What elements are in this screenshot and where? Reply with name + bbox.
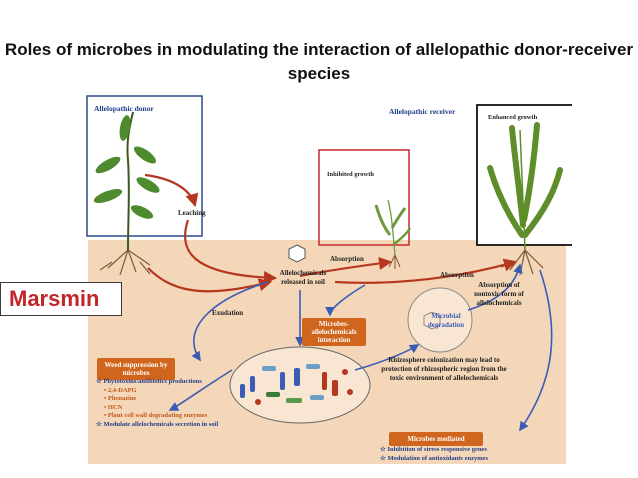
bullet-icon: • (104, 386, 108, 394)
bullet-icon: • (104, 395, 108, 403)
enhanced-plant (487, 122, 563, 276)
weed-list-item: • Plant cell wall degradating enzymes (96, 412, 256, 421)
weed-list: ☆ Phytotoxins/antibiotics productions • … (96, 378, 256, 430)
weed-list-heading: ☆ Phytotoxins/antibiotics productions (96, 378, 256, 387)
star-icon: ☆ (380, 446, 388, 453)
bullet-icon: • (104, 403, 108, 411)
inhibited-plant (374, 199, 412, 269)
star-icon: ☆ (380, 454, 388, 462)
red-arrows (144, 173, 518, 293)
microbes-interaction-box: Microbes-allelochemicals interaction (302, 318, 366, 346)
watermark-text: Marsmin (9, 286, 100, 311)
label-inhibited-growth: Inhibited growth (327, 171, 375, 178)
donor-plant (93, 111, 160, 276)
microbes-mediated-box: Microbes mediated (389, 432, 483, 446)
label-absorption-right: Absorption (440, 271, 474, 279)
weed-list-heading-text: Phytotoxins/antibiotics productions (103, 378, 202, 385)
mediated-list-item: ☆ Inhibition of stress responsive genes (380, 446, 540, 455)
weed-list-item: • HCN (96, 404, 256, 413)
label-allelopathic-donor: Allelopathic donor (94, 104, 154, 113)
label-absorption-nontoxic: Absorption of nontoxic form of alleloche… (474, 281, 524, 307)
bullet-icon: • (104, 412, 108, 420)
star-icon: ☆ (96, 378, 104, 385)
weed-list-item: • Phenazine (96, 395, 256, 404)
label-allelopathic-receiver: Allelopathic receiver (389, 107, 456, 116)
donor-frame (86, 95, 203, 237)
label-rhizosphere: Rhizosphere colonization may lead to pro… (381, 356, 507, 382)
inhibited-frame (318, 149, 410, 246)
molecule-icon (288, 244, 306, 263)
weed-list-footer-text: Modulate allelochemicals secretion in so… (103, 420, 219, 428)
allelopathy-diagram (86, 95, 572, 464)
blue-arrows (168, 263, 553, 432)
weed-list-footer: ☆ Modulate allelochemicals secretion in … (96, 421, 256, 430)
label-allelochemicals: Allelochemicals released in soil (279, 269, 327, 286)
label-enhanced-growth: Enhanced growth (488, 114, 538, 121)
weed-list-item-text: 2,4-DAPG (107, 386, 137, 394)
weed-suppression-box: Weed suppression by microbes (97, 358, 175, 380)
mediated-list-item-text: Modulation of antioxidants enzymes (387, 454, 489, 462)
label-microbial-degradation: Microbial degradation (427, 312, 465, 329)
mediated-list: ☆ Inhibition of stress responsive genes … (380, 446, 540, 463)
weed-list-item-text: Plant cell wall degradating enzymes (107, 412, 208, 420)
star-icon: ☆ (96, 420, 104, 428)
label-absorption-top: Absorption (330, 255, 364, 263)
weed-list-item-text: HCN (107, 403, 123, 411)
watermark-badge: Marsmin (0, 282, 122, 316)
microbe-cells (240, 364, 353, 405)
mediated-list-item: ☆ Modulation of antioxidants enzymes (380, 455, 540, 464)
mediated-list-item-text: Inhibition of stress responsive genes (387, 446, 487, 453)
weed-list-item-text: Phenazine (107, 395, 137, 403)
label-leaching: Leaching (178, 209, 206, 217)
label-exudation: Exudation (212, 309, 244, 317)
weed-list-item: • 2,4-DAPG (96, 387, 256, 396)
page-title: Roles of microbes in modulating the inte… (4, 40, 634, 83)
